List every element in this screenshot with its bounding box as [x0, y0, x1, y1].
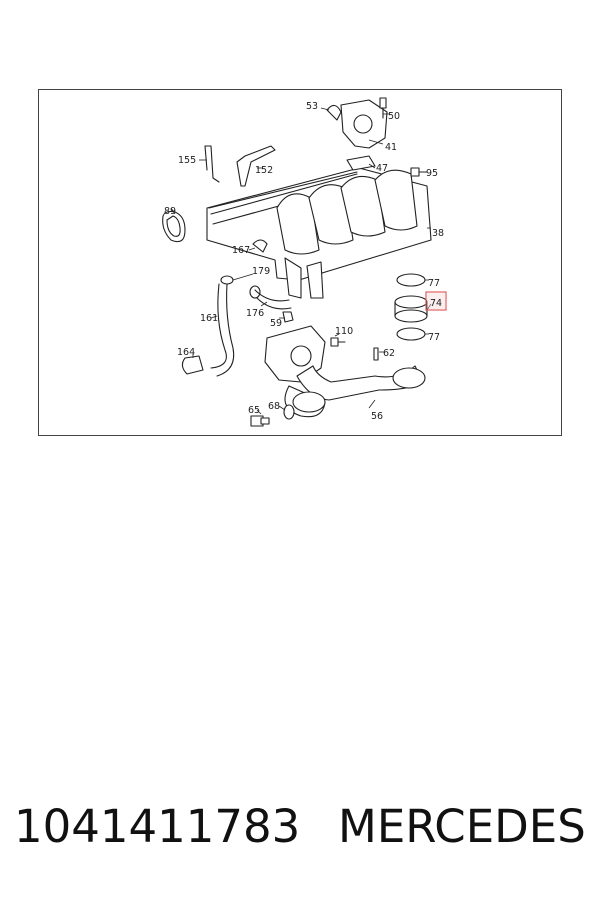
plug-167-part: [252, 239, 268, 253]
bracket-155-part: [204, 145, 220, 183]
hose-176-part: [254, 289, 292, 310]
hose-161-part: [210, 283, 235, 377]
callout-167: 167: [232, 245, 250, 256]
callout-77-bottom: 77: [428, 332, 440, 343]
cap-53-part: [326, 104, 342, 121]
callout-77-top: 77: [428, 278, 440, 289]
clamp-77-bottom-part: [396, 327, 426, 341]
clamp-77-top-part: [396, 273, 426, 287]
callout-176: 176: [246, 308, 264, 319]
callout-labels: 53 50 41 47 95 155 152 89 38 167 179 77 …: [164, 101, 444, 422]
sleeve-74-part: [394, 295, 428, 323]
callout-41: 41: [385, 142, 397, 153]
leader-lines: [170, 107, 432, 415]
throttle-housing-part: [340, 99, 388, 149]
intake-manifold-exploded-view: 53 50 41 47 95 155 152 89 38 167 179 77 …: [162, 97, 447, 427]
gasket-89-part: [162, 210, 186, 243]
pin-62-part: [373, 347, 379, 361]
callout-59: 59: [270, 318, 282, 329]
callout-110: 110: [335, 326, 353, 337]
callout-152: 152: [255, 165, 273, 176]
callout-89: 89: [164, 206, 176, 217]
manifold-gasket-line: [208, 171, 358, 209]
callout-62: 62: [383, 348, 395, 359]
brand-name: MERCEDES: [338, 800, 586, 853]
callout-164: 164: [177, 347, 195, 358]
callout-155: 155: [178, 155, 196, 166]
gasket-47-part: [346, 155, 376, 171]
fitting-65-part: [250, 415, 270, 427]
callout-50: 50: [388, 111, 400, 122]
clamp-179-part: [220, 275, 234, 285]
washer-68-part: [283, 404, 295, 420]
nut-59-part: [282, 311, 294, 323]
callout-68: 68: [268, 401, 280, 412]
parts-diagram: 53 50 41 47 95 155 152 89 38 167 179 77 …: [38, 89, 562, 436]
bolt-110-part: [330, 337, 346, 347]
bolt-50-part: [379, 97, 387, 119]
bracket-152-part: [236, 145, 276, 187]
callout-47: 47: [376, 163, 388, 174]
part-number: 1041411783: [14, 800, 301, 853]
part-caption: 1041411783 MERCEDES: [0, 800, 600, 860]
intake-pipe-56-part: [264, 325, 426, 418]
hose-end-164-part: [181, 355, 204, 375]
callout-56: 56: [371, 411, 383, 422]
callout-53: 53: [306, 101, 318, 112]
callout-95: 95: [426, 168, 438, 179]
callout-161: 161: [200, 313, 218, 324]
gasket-89-inner: [166, 215, 181, 237]
hose-176-clamp: [249, 285, 261, 299]
callout-65: 65: [248, 405, 260, 416]
callout-74: 74: [430, 298, 442, 309]
callout-38: 38: [432, 228, 444, 239]
highlight-box-74: [425, 291, 447, 311]
highlight-fill-74: [427, 293, 445, 309]
callout-179: 179: [252, 266, 270, 277]
